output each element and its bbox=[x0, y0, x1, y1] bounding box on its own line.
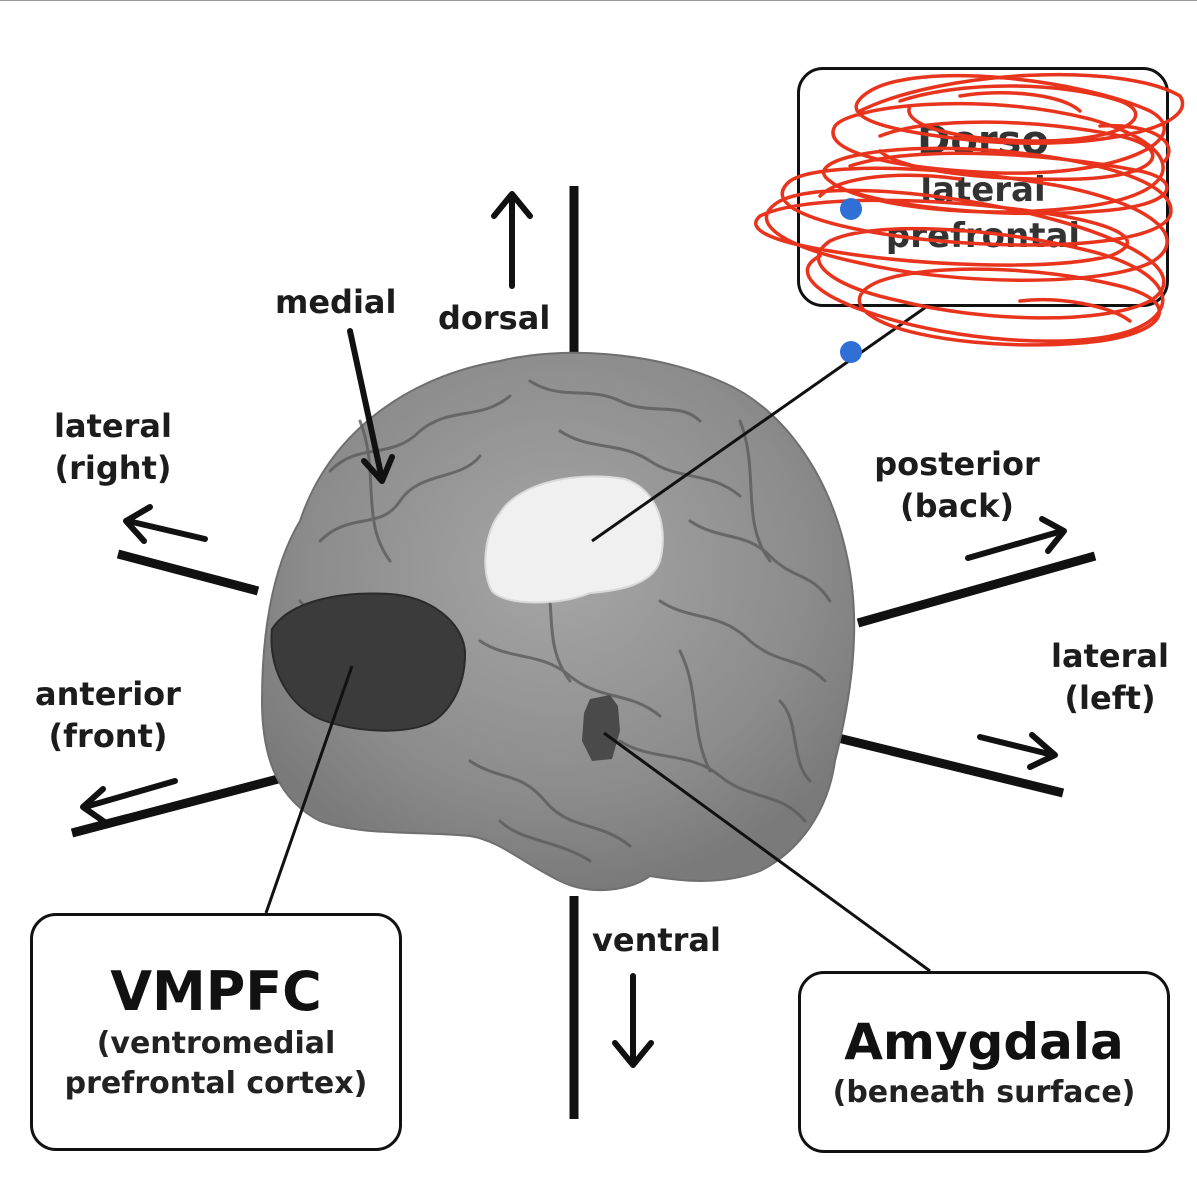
vmpfc-callout: VMPFC (ventromedial prefrontal cortex) bbox=[30, 913, 402, 1151]
medial-arrow bbox=[347, 328, 395, 484]
ventral-arrow bbox=[612, 973, 654, 1068]
vmpfc-title: VMPFC bbox=[110, 960, 322, 1023]
amygdala-region bbox=[582, 695, 620, 761]
vmpfc-leader bbox=[264, 665, 354, 914]
selection-handle-start[interactable] bbox=[840, 198, 862, 220]
lateral-right-line1: lateral bbox=[54, 407, 172, 445]
lateral-left-axis bbox=[828, 731, 1065, 798]
posterior-axis bbox=[856, 551, 1097, 628]
lateral-left-arrow bbox=[977, 732, 1058, 770]
brain-illustration bbox=[260, 351, 856, 892]
posterior-line1: posterior bbox=[874, 445, 1040, 483]
anterior-arrow bbox=[80, 778, 178, 826]
vmpfc-subtitle-line1: (ventromedial bbox=[96, 1026, 336, 1061]
dlpfc-callout: Dorso lateral prefrontal bbox=[797, 67, 1169, 307]
dlpfc-line3: prefrontal bbox=[885, 216, 1081, 256]
anterior-line1: anterior bbox=[35, 675, 181, 713]
anterior-line2: (front) bbox=[48, 717, 168, 755]
ventral-label: ventral bbox=[592, 921, 721, 959]
lateral-right-arrow bbox=[123, 504, 208, 544]
amygdala-leader bbox=[603, 731, 931, 973]
lateral-right-line2: (right) bbox=[54, 449, 172, 487]
amygdala-callout: Amygdala (beneath surface) bbox=[798, 971, 1170, 1153]
red-scribble-annotation[interactable] bbox=[754, 72, 1185, 347]
vmpfc-region bbox=[270, 592, 467, 732]
lateral-left-line2: (left) bbox=[1064, 679, 1156, 717]
dlpfc-leader bbox=[591, 305, 927, 543]
posterior-label: posterior (back) bbox=[862, 443, 1052, 527]
direction-arrows bbox=[80, 191, 1067, 1068]
vmpfc-subtitle-line2: prefrontal cortex) bbox=[64, 1066, 368, 1101]
anterior-label: anterior (front) bbox=[28, 673, 188, 757]
lateral-left-label: lateral (left) bbox=[1040, 635, 1180, 719]
lateral-right-label: lateral (right) bbox=[48, 405, 178, 489]
leader-lines bbox=[264, 305, 931, 973]
dlpfc-region bbox=[484, 475, 664, 604]
amygdala-title: Amygdala bbox=[844, 1013, 1124, 1071]
posterior-arrow bbox=[965, 516, 1067, 561]
brain-outline bbox=[260, 351, 856, 892]
lateral-left-line1: lateral bbox=[1051, 637, 1169, 675]
selection-handle-end[interactable] bbox=[840, 341, 862, 363]
dorsal-label: dorsal bbox=[438, 299, 551, 337]
posterior-line2: (back) bbox=[900, 487, 1014, 525]
amygdala-subtitle: (beneath surface) bbox=[832, 1075, 1136, 1110]
medial-label: medial bbox=[275, 283, 397, 321]
lateral-right-axis bbox=[116, 549, 260, 596]
dorsal-arrow bbox=[491, 191, 533, 289]
